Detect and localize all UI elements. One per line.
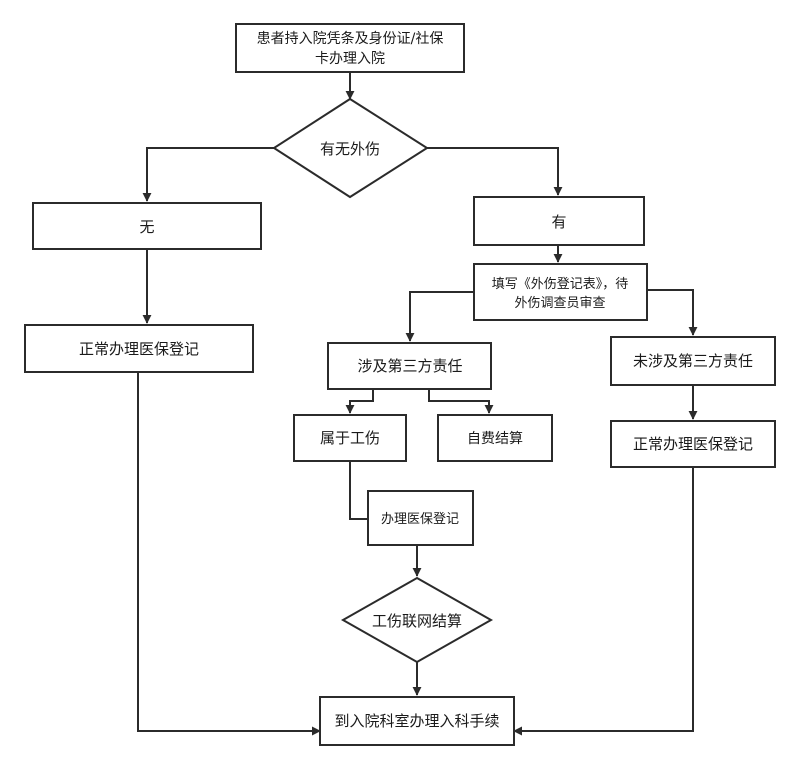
arrow-right-to-admission [513,467,694,736]
work-injury-settlement-diamond [340,576,494,664]
start-label-line-2: 卡办理入院 [315,51,385,67]
department-admission-label: 到入院科室办理入科手续 [334,712,499,730]
work-injury-box [293,414,407,462]
normal-registration-right-box [610,420,776,468]
no-third-party-label: 未涉及第三方责任 [633,352,753,370]
connectors [137,72,698,736]
normal-registration-right-label: 正常办理医保登记 [633,435,753,453]
start-box [235,23,465,73]
yes-box [473,196,645,246]
self-pay-box [437,414,553,462]
labels: 患者持入院凭条及身份证/社保 卡办理入院 有无外伤 无 有 正常办理医保登记 填… [79,30,753,730]
arrow-form-to-third-party [405,291,474,342]
arrow-decision-to-yes [427,147,563,196]
normal-registration-left-box [24,324,254,373]
decision-injury-label: 有无外伤 [320,140,380,158]
work-injury-settlement-label: 工伤联网结算 [372,612,462,630]
third-party-box [327,342,492,390]
shapes [24,23,776,746]
yes-label: 有 [551,213,566,231]
start-label-line-1: 患者持入院凭条及身份证/社保 [257,30,444,47]
arrow-third-party-to-self-pay [428,389,494,414]
work-injury-label: 属于工伤 [320,429,380,447]
no-third-party-box [610,336,776,386]
arrow-left-to-admission [137,372,321,736]
normal-registration-left-label: 正常办理医保登记 [79,340,199,358]
fill-form-label-line-1: 填写《外伤登记表》，待 [492,277,629,292]
insurance-registration-box [367,490,474,546]
arrow-third-party-to-work-injury [345,389,374,414]
line-work-injury-to-registration [349,461,368,520]
department-admission-box [319,696,515,746]
arrow-decision-to-no [142,147,274,202]
no-label: 无 [139,218,154,236]
fill-form-box [473,263,648,321]
decision-injury-diamond [272,97,429,199]
insurance-registration-label: 办理医保登记 [381,512,459,527]
third-party-label: 涉及第三方责任 [357,357,462,375]
self-pay-label: 自费结算 [467,431,523,447]
no-box [32,202,262,250]
arrow-form-to-no-third-party [647,289,698,336]
fill-form-label-line-2: 外伤调查员审查 [514,296,605,311]
